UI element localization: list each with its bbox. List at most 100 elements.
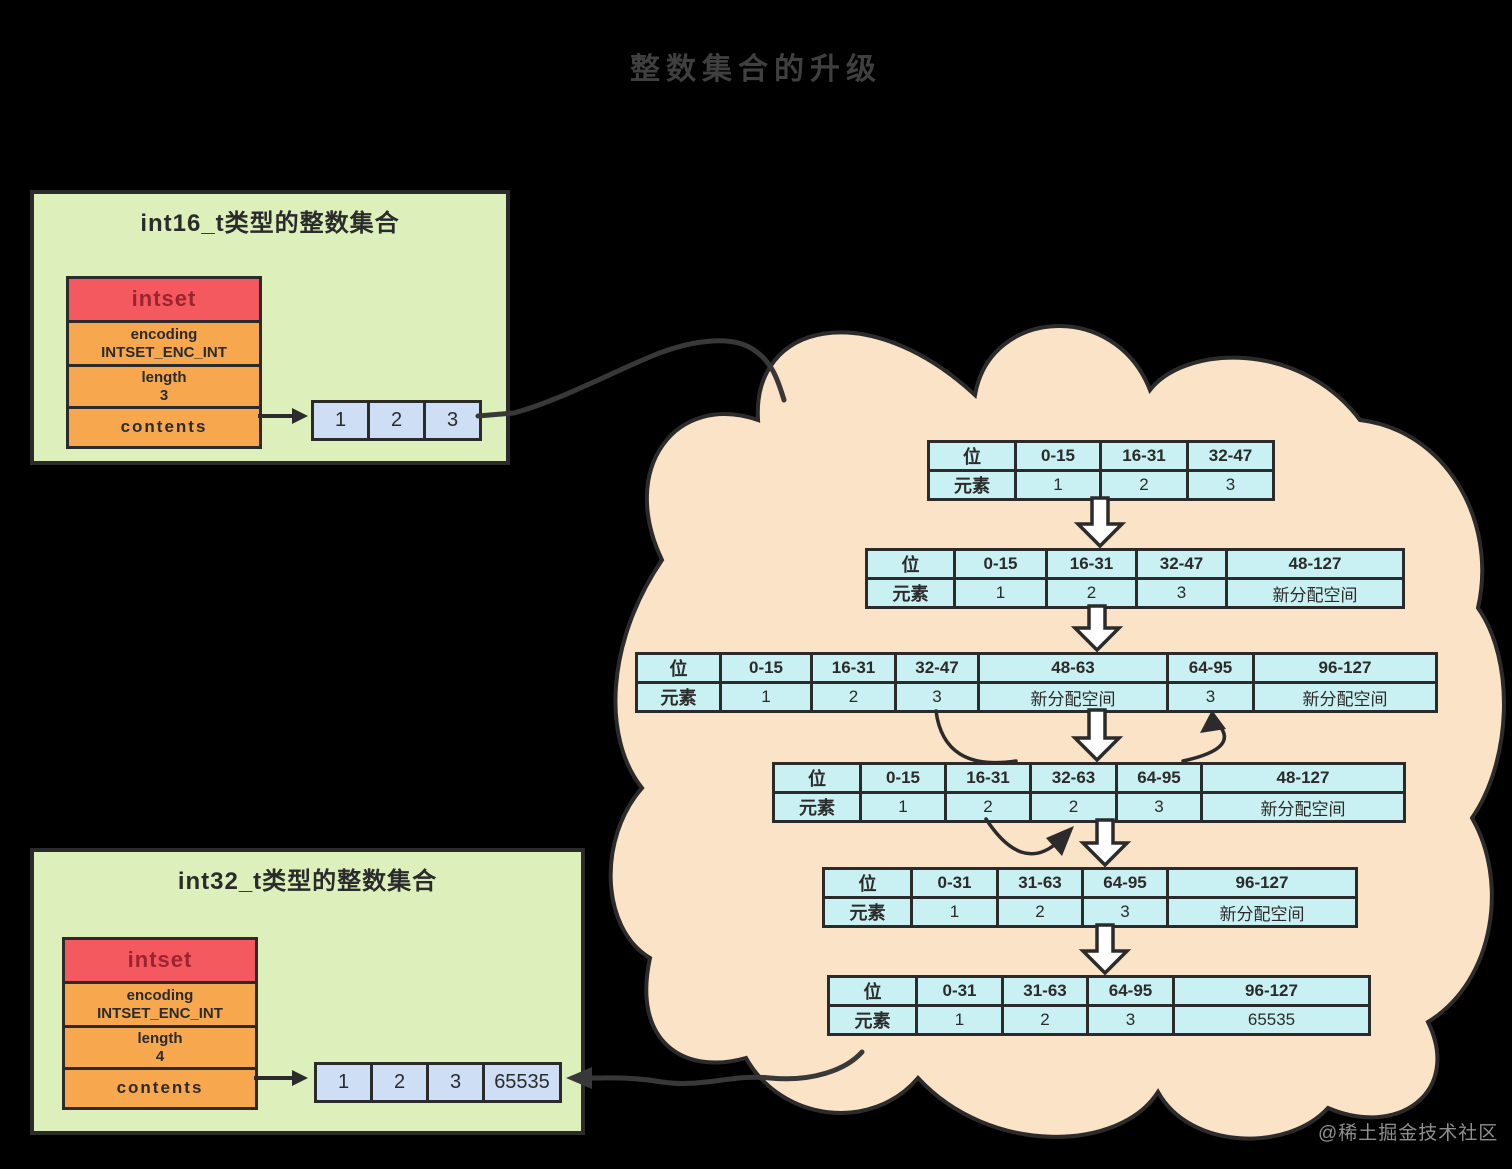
table-cell: 0-15: [1014, 440, 1102, 472]
table-cell: 位: [927, 440, 1017, 472]
int16-panel: int16_t类型的整数集合 intset encoding INTSET_EN…: [30, 190, 510, 465]
encoding-value: INTSET_ENC_INT: [101, 343, 227, 361]
table-cell: 1: [1014, 469, 1102, 501]
array-cell: 1: [314, 1062, 373, 1103]
table-cell: 3: [1115, 791, 1203, 823]
int32-panel-title: int32_t类型的整数集合: [177, 868, 438, 895]
table-cell: 位: [865, 548, 956, 580]
table-cell: 64-95: [1166, 652, 1255, 684]
table-cell: 1: [953, 577, 1048, 609]
table-cell: 元素: [822, 896, 913, 928]
table-cell: 新分配空间: [1225, 577, 1405, 609]
table-cell: 2: [1045, 577, 1138, 609]
table-cell: 元素: [865, 577, 956, 609]
table-cell: 32-47: [1186, 440, 1275, 472]
table-cell: 2: [1029, 791, 1118, 823]
int16-intset-struct: intset encoding INTSET_ENC_INT length 3 …: [66, 276, 262, 449]
table-cell: 16-31: [810, 652, 897, 684]
table-cell: 1: [859, 791, 947, 823]
array-cell: 1: [311, 400, 370, 441]
table-cell: 3: [1166, 681, 1255, 713]
table-cell: 位: [772, 762, 862, 794]
table-cell: 2: [1099, 469, 1189, 501]
page-title: 整数集合的升级: [630, 53, 882, 86]
table-cell: 位: [822, 867, 913, 899]
table-cell: 0-15: [953, 548, 1048, 580]
table-cell: 位: [635, 652, 722, 684]
length-label: length: [141, 368, 187, 386]
table-cell: 16-31: [1099, 440, 1189, 472]
table-cell: 位: [827, 975, 918, 1007]
encoding-row: encoding INTSET_ENC_INT: [65, 981, 255, 1025]
table-cell: 48-63: [977, 652, 1169, 684]
table-cell: 0-15: [859, 762, 947, 794]
table-cell: 元素: [827, 1004, 918, 1036]
intset-header: intset: [69, 279, 259, 320]
table-cell: 64-95: [1081, 867, 1169, 899]
table-cell: 0-15: [719, 652, 813, 684]
table-cell: 2: [944, 791, 1032, 823]
table-cell: 1: [915, 1004, 1004, 1036]
table-cell: 新分配空间: [1200, 791, 1406, 823]
table-cell: 32-63: [1029, 762, 1118, 794]
table-cell: 1: [719, 681, 813, 713]
encoding-row: encoding INTSET_ENC_INT: [69, 320, 259, 364]
table-cell: 2: [996, 896, 1084, 928]
table-cell: 2: [1001, 1004, 1089, 1036]
table-cell: 元素: [927, 469, 1017, 501]
table-cell: 3: [1186, 469, 1275, 501]
int16-panel-title: int16_t类型的整数集合: [140, 210, 400, 237]
int32-contents-cells: 1 2 3 65535: [314, 1062, 562, 1103]
array-cell: 65535: [482, 1062, 562, 1103]
table-cell: 3: [1081, 896, 1169, 928]
contents-row: contents: [69, 406, 259, 446]
table-cell: 16-31: [1045, 548, 1138, 580]
array-cell: 3: [423, 400, 482, 441]
table-cell: 96-127: [1172, 975, 1371, 1007]
length-value: 3: [159, 386, 169, 404]
int32-intset-struct: intset encoding INTSET_ENC_INT length 4 …: [62, 937, 258, 1110]
int32-panel: int32_t类型的整数集合 intset encoding INTSET_EN…: [30, 848, 585, 1135]
table-cell: 新分配空间: [1166, 896, 1358, 928]
table-cell: 31-63: [1001, 975, 1089, 1007]
contents-row: contents: [65, 1067, 255, 1107]
table-cell: 32-47: [894, 652, 980, 684]
encoding-label: encoding: [126, 986, 194, 1004]
array-cell: 3: [426, 1062, 485, 1103]
table-cell: 元素: [635, 681, 722, 713]
table-cell: 0-31: [915, 975, 1004, 1007]
array-cell: 2: [370, 1062, 429, 1103]
table-cell: 65535: [1172, 1004, 1371, 1036]
table-cell: 元素: [772, 791, 862, 823]
table-cell: 新分配空间: [977, 681, 1169, 713]
table-cell: 64-95: [1086, 975, 1175, 1007]
length-row: length 3: [69, 364, 259, 406]
table-cell: 1: [910, 896, 999, 928]
array-cell: 2: [367, 400, 426, 441]
table-cell: 96-127: [1252, 652, 1438, 684]
length-value: 4: [155, 1047, 165, 1065]
table-cell: 3: [1135, 577, 1228, 609]
table-cell: 2: [810, 681, 897, 713]
encoding-value: INTSET_ENC_INT: [97, 1004, 223, 1022]
intset-header: intset: [65, 940, 255, 981]
watermark: @稀土掘金技术社区: [1318, 1123, 1499, 1144]
table-cell: 3: [1086, 1004, 1175, 1036]
table-cell: 16-31: [944, 762, 1032, 794]
table-cell: 0-31: [910, 867, 999, 899]
